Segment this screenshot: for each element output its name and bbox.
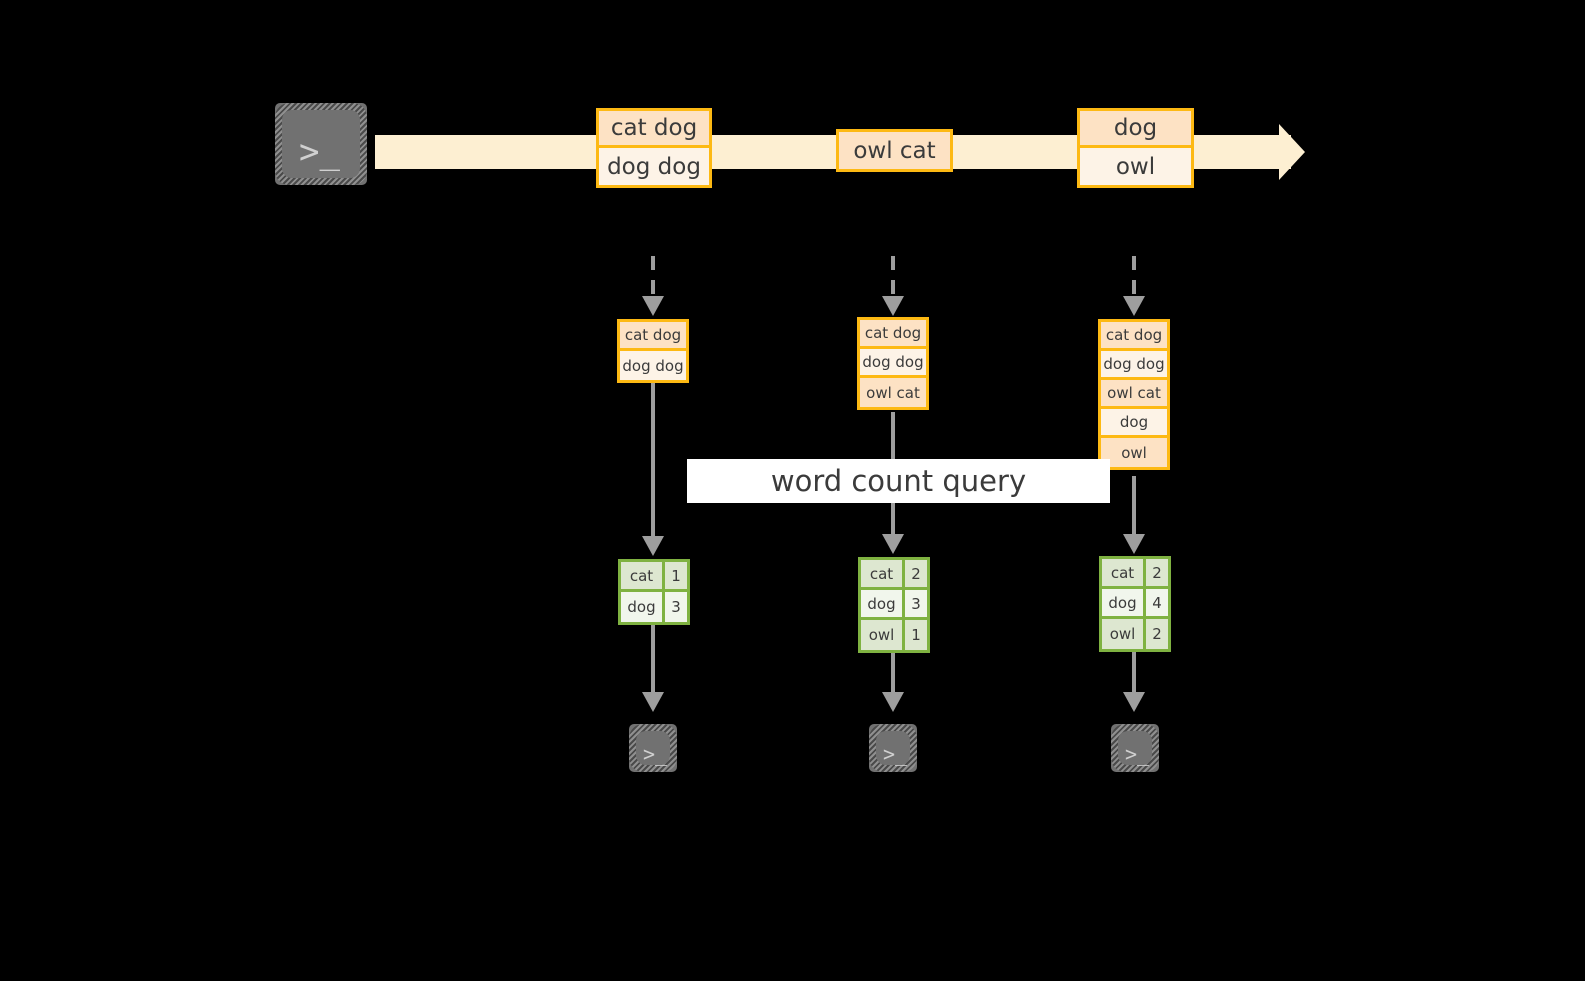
result-word-cell: cat [861, 560, 905, 587]
terminal-prompt-glyph: >_ [299, 132, 340, 172]
result-row: cat 2 [861, 560, 927, 590]
result-row: dog 4 [1102, 589, 1168, 619]
snapshot-input-row: owl cat [860, 378, 926, 407]
terminal-prompt-glyph: >_ [883, 742, 908, 766]
stream-event-2: owl cat [836, 129, 953, 172]
snapshot-2-consumer-terminal-icon: >_ [860, 715, 926, 781]
snapshot-2-result-table: cat 2 dog 3 owl 1 [858, 557, 930, 653]
snapshot-1-result-table: cat 1 dog 3 [618, 559, 690, 625]
result-word-cell: dog [861, 590, 905, 617]
result-row: cat 2 [1102, 559, 1168, 589]
snapshot-1-to-consumer-arrowhead [642, 692, 664, 712]
result-count-cell: 3 [911, 594, 921, 613]
stream-to-snapshot-1-connector [651, 256, 655, 304]
snapshot-input-row: dog dog [620, 351, 686, 380]
result-word-cell: cat [621, 562, 665, 589]
snapshot-1-to-result-arrowhead [642, 536, 664, 556]
snapshot-2-input-stack: cat dog dog dog owl cat [857, 317, 929, 410]
stream-event-row: dog dog [599, 148, 709, 185]
terminal-body [876, 731, 910, 765]
stream-to-snapshot-1-arrowhead [642, 296, 664, 316]
snapshot-2-to-consumer-connector [891, 649, 895, 695]
snapshot-2-to-consumer-arrowhead [882, 692, 904, 712]
snapshot-input-row: owl cat [1101, 380, 1167, 409]
result-row: dog 3 [861, 590, 927, 620]
stream-to-snapshot-3-connector [1132, 256, 1136, 304]
stream-event-3: dog owl [1077, 108, 1194, 188]
result-word-cell: dog [1102, 589, 1146, 616]
snapshot-input-row: dog dog [1101, 351, 1167, 380]
terminal-prompt-glyph: >_ [1125, 742, 1150, 766]
query-label: word count query [687, 459, 1110, 503]
result-row: cat 1 [621, 562, 687, 592]
result-count-cell: 1 [671, 566, 681, 585]
snapshot-input-row: dog [1101, 409, 1167, 438]
event-stream-arrowhead [1279, 124, 1305, 180]
snapshot-3-to-consumer-connector [1132, 648, 1136, 695]
snapshot-1-input-stack: cat dog dog dog [617, 319, 689, 383]
snapshot-input-row: cat dog [1101, 322, 1167, 351]
snapshot-3-to-result-arrowhead [1123, 534, 1145, 554]
terminal-body [1118, 731, 1152, 765]
snapshot-1-to-result-connector [651, 383, 655, 539]
producer-terminal-icon: >_ [266, 94, 376, 194]
terminal-body [282, 110, 360, 178]
terminal-body [636, 731, 670, 765]
snapshot-3-consumer-terminal-icon: >_ [1102, 715, 1168, 781]
snapshot-3-result-table: cat 2 dog 4 owl 2 [1099, 556, 1171, 652]
snapshot-input-row: cat dog [620, 322, 686, 351]
result-count-cell: 2 [1152, 563, 1162, 582]
stream-event-row: dog [1080, 111, 1191, 148]
result-count-cell: 4 [1152, 593, 1162, 612]
result-row: owl 2 [1102, 619, 1168, 649]
stream-to-snapshot-2-connector [891, 256, 895, 304]
stream-to-snapshot-2-arrowhead [882, 296, 904, 316]
result-count-cell: 3 [671, 598, 681, 616]
result-row: owl 1 [861, 620, 927, 650]
snapshot-1-to-consumer-connector [651, 620, 655, 695]
snapshot-1-consumer-terminal-icon: >_ [620, 715, 686, 781]
result-count-cell: 2 [911, 564, 921, 583]
result-word-cell: cat [1102, 559, 1146, 586]
result-word-cell: owl [861, 620, 905, 650]
terminal-prompt-glyph: >_ [643, 742, 668, 766]
stream-event-1: cat dog dog dog [596, 108, 712, 188]
stream-event-row: owl cat [839, 132, 950, 169]
snapshot-2-to-result-arrowhead [882, 534, 904, 554]
snapshot-3-input-stack: cat dog dog dog owl cat dog owl [1098, 319, 1170, 470]
stream-event-row: owl [1080, 148, 1191, 185]
result-word-cell: dog [621, 592, 665, 622]
result-row: dog 3 [621, 592, 687, 622]
result-count-cell: 1 [911, 626, 921, 644]
stream-to-snapshot-3-arrowhead [1123, 296, 1145, 316]
snapshot-3-to-result-connector [1132, 476, 1136, 538]
result-word-cell: owl [1102, 619, 1146, 649]
snapshot-input-row: dog dog [860, 349, 926, 378]
stream-event-row: cat dog [599, 111, 709, 148]
snapshot-3-to-consumer-arrowhead [1123, 692, 1145, 712]
snapshot-input-row: cat dog [860, 320, 926, 349]
result-count-cell: 2 [1152, 625, 1162, 643]
snapshot-input-row: owl [1101, 438, 1167, 467]
